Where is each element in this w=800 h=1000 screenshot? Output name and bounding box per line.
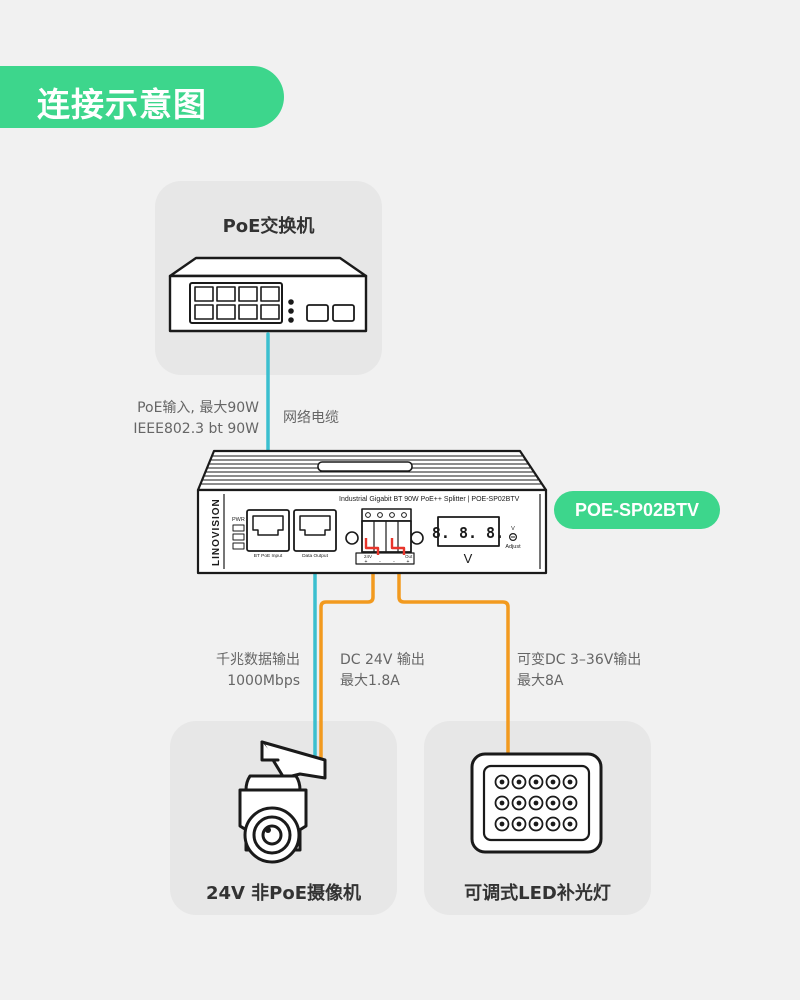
device-header: Industrial Gigabit BT 90W PoE++ Splitter…	[339, 496, 520, 503]
data-output-line-2: 1000Mbps	[227, 673, 300, 689]
poe-input-line-1: PoE输入, 最大90W	[137, 400, 259, 416]
dc24-line-2: 最大1.8A	[340, 673, 400, 689]
terminal-label-1: 24V	[364, 554, 372, 559]
display-digits: 8. 8. 8.	[432, 524, 504, 542]
terminal-minus-1: -	[379, 559, 381, 565]
dc-var-cable	[397, 553, 510, 754]
switch-label: PoE交换机	[222, 216, 315, 237]
led-label: 可调式LED补光灯	[464, 883, 611, 904]
model-badge: POE-SP02BTV	[554, 491, 720, 529]
title-pill: 连接示意图	[0, 66, 284, 128]
dc24-line-1: DC 24V 输出	[340, 652, 425, 668]
voltage-display	[437, 516, 500, 547]
dc24-note: DC 24V 输出 最大1.8A	[340, 650, 425, 692]
volt-mark: V	[464, 551, 473, 566]
bt-poe-input-port	[246, 509, 290, 552]
dc-var-line-1: 可变DC 3–36V输出	[517, 652, 642, 668]
led-panel-icon	[470, 752, 603, 854]
ptz-camera-icon	[238, 740, 327, 864]
port-out-label: Data Output	[302, 553, 329, 559]
terminal-label-2: Out	[405, 554, 413, 559]
poe-input-line-2: IEEE802.3 bt 90W	[133, 421, 259, 437]
port-in-label: BT PoE Input	[254, 553, 283, 559]
terminal-minus-2: -	[393, 559, 395, 565]
adjust-label: Adjust	[505, 544, 521, 550]
data-output-line-1: 千兆数据输出	[216, 652, 300, 668]
data-output-note: 千兆数据输出 1000Mbps	[216, 650, 300, 692]
pwr-label: PWR	[232, 517, 245, 523]
data-output-port	[293, 509, 337, 552]
cable-note: 网络电缆	[283, 410, 339, 426]
terminal-plus-2: +	[407, 559, 410, 565]
device-brand: LINOVISION	[211, 498, 222, 566]
dc24-cable	[319, 553, 375, 762]
camera-label: 24V 非PoE摄像机	[205, 883, 362, 904]
dc-var-note: 可变DC 3–36V输出 最大8A	[517, 650, 641, 692]
page-title: 连接示意图	[37, 85, 207, 124]
poe-switch-icon	[168, 256, 368, 333]
splitter-device	[196, 449, 548, 575]
volt-unit: V	[511, 526, 515, 532]
terminal-plus-1: +	[365, 559, 368, 565]
poe-input-note: PoE输入, 最大90W IEEE802.3 bt 90W	[133, 398, 259, 440]
dc-var-line-2: 最大8A	[517, 673, 564, 689]
